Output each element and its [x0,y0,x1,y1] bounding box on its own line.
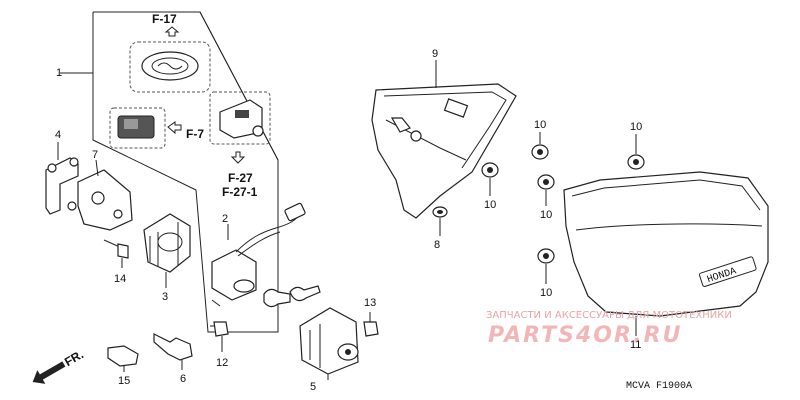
label-7: 7 [92,149,98,161]
label-10-e: 10 [540,287,552,299]
label-11: 11 [630,339,641,351]
label-1: 1 [56,67,62,79]
key-blank-part-15 [107,345,139,372]
watermark-brand: PARTS4OR.RU [488,323,682,348]
label-10-a: 10 [534,119,546,131]
label-10-d: 10 [630,121,642,133]
screw-part-13 [363,312,379,337]
label-3: 3 [162,291,168,303]
label-14: 14 [114,273,126,285]
bolt-part-14 [103,239,129,268]
label-2: 2 [222,213,228,225]
side-cover-right-part-11: HONDA [563,171,769,336]
grommet-part-10-b [481,162,499,196]
ref-f27-1: F-27-1 [222,185,258,199]
grommet-part-10-a [531,132,549,160]
f17-reference: F-17 [129,12,211,93]
ref-f7: F-7 [186,127,204,141]
label-13: 13 [364,297,376,309]
grommet-part-10-e [537,248,555,284]
f7-reference: F-7 [109,107,204,149]
grommet-part-10-d [627,134,645,170]
diagram-code: MCVA F1900A [626,381,692,392]
key-part-6 [153,333,193,370]
f27-reference: F-27 F-27-1 [209,91,271,199]
cover-part-3 [143,213,191,288]
watermark: ЗАПЧАСТИ И АКСЕССУАРЫ ДЛЯ МОТОТЕХНИКИ PA… [486,310,732,348]
part-labels: 1 2 3 4 5 6 7 8 9 10 10 10 10 10 11 12 1… [55,48,642,393]
label-8: 8 [434,239,440,251]
label-12: 12 [216,357,228,369]
bracket-part-4 [45,142,79,215]
label-5: 5 [310,381,316,393]
grommet-part-8 [432,206,448,236]
arrow-fr-label: FR. [62,347,86,369]
ref-f27: F-27 [228,171,253,185]
lock-cylinder-part-5 [299,307,359,380]
screw-part-12 [210,321,229,352]
grommet-part-10-c [537,174,555,206]
label-4: 4 [55,129,61,141]
label-10-c: 10 [540,209,552,221]
ignition-switch-part-2 [211,202,321,308]
label-15: 15 [118,375,130,387]
stay-part-7 [77,159,133,231]
watermark-subtitle: ЗАПЧАСТИ И АКСЕССУАРЫ ДЛЯ МОТОТЕХНИКИ [486,310,732,321]
label-9: 9 [432,48,438,60]
label-6: 6 [180,373,186,385]
side-cover-left-part-9 [371,60,517,219]
front-arrow: FR. [32,347,86,384]
label-10-b: 10 [484,199,496,211]
ref-f17: F-17 [152,12,177,26]
